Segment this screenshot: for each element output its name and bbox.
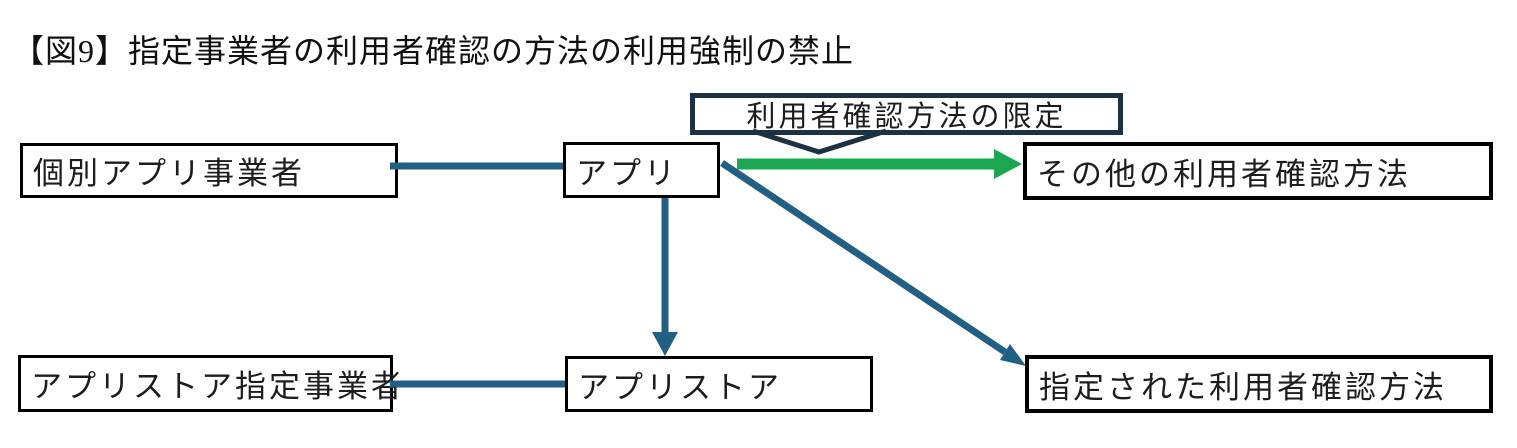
arrow-app-to-app-store-head — [652, 332, 678, 356]
callout-limitation-of-methods: 利用者確認方法の限定 — [690, 93, 1123, 135]
node-label: 指定された利用者確認方法 — [1039, 369, 1447, 405]
node-label: 個別アプリ事業者 — [33, 156, 305, 191]
arrow-app-to-designated-methods-line — [720, 160, 1007, 355]
arrow-app-to-other-methods-head — [994, 149, 1022, 179]
node-label: アプリストア指定事業者 — [31, 369, 405, 404]
node-designated-confirmation-methods: 指定された利用者確認方法 — [1025, 355, 1493, 413]
node-label: アプリストア — [578, 369, 782, 405]
arrow-app-to-designated-methods-head — [1000, 344, 1026, 366]
node-other-confirmation-methods: その他の利用者確認方法 — [1023, 142, 1493, 200]
node-label: アプリ — [576, 155, 678, 191]
node-app: アプリ — [563, 142, 720, 198]
node-app-store: アプリストア — [565, 356, 873, 412]
callout-label: 利用者確認方法の限定 — [746, 101, 1067, 133]
node-individual-app-provider: 個別アプリ事業者 — [20, 143, 398, 198]
node-app-store-designated-provider: アプリストア指定事業者 — [18, 355, 402, 412]
node-label: その他の利用者確認方法 — [1037, 156, 1411, 192]
figure-title: 【図9】指定事業者の利用者確認の方法の利用強制の禁止 — [12, 33, 855, 69]
